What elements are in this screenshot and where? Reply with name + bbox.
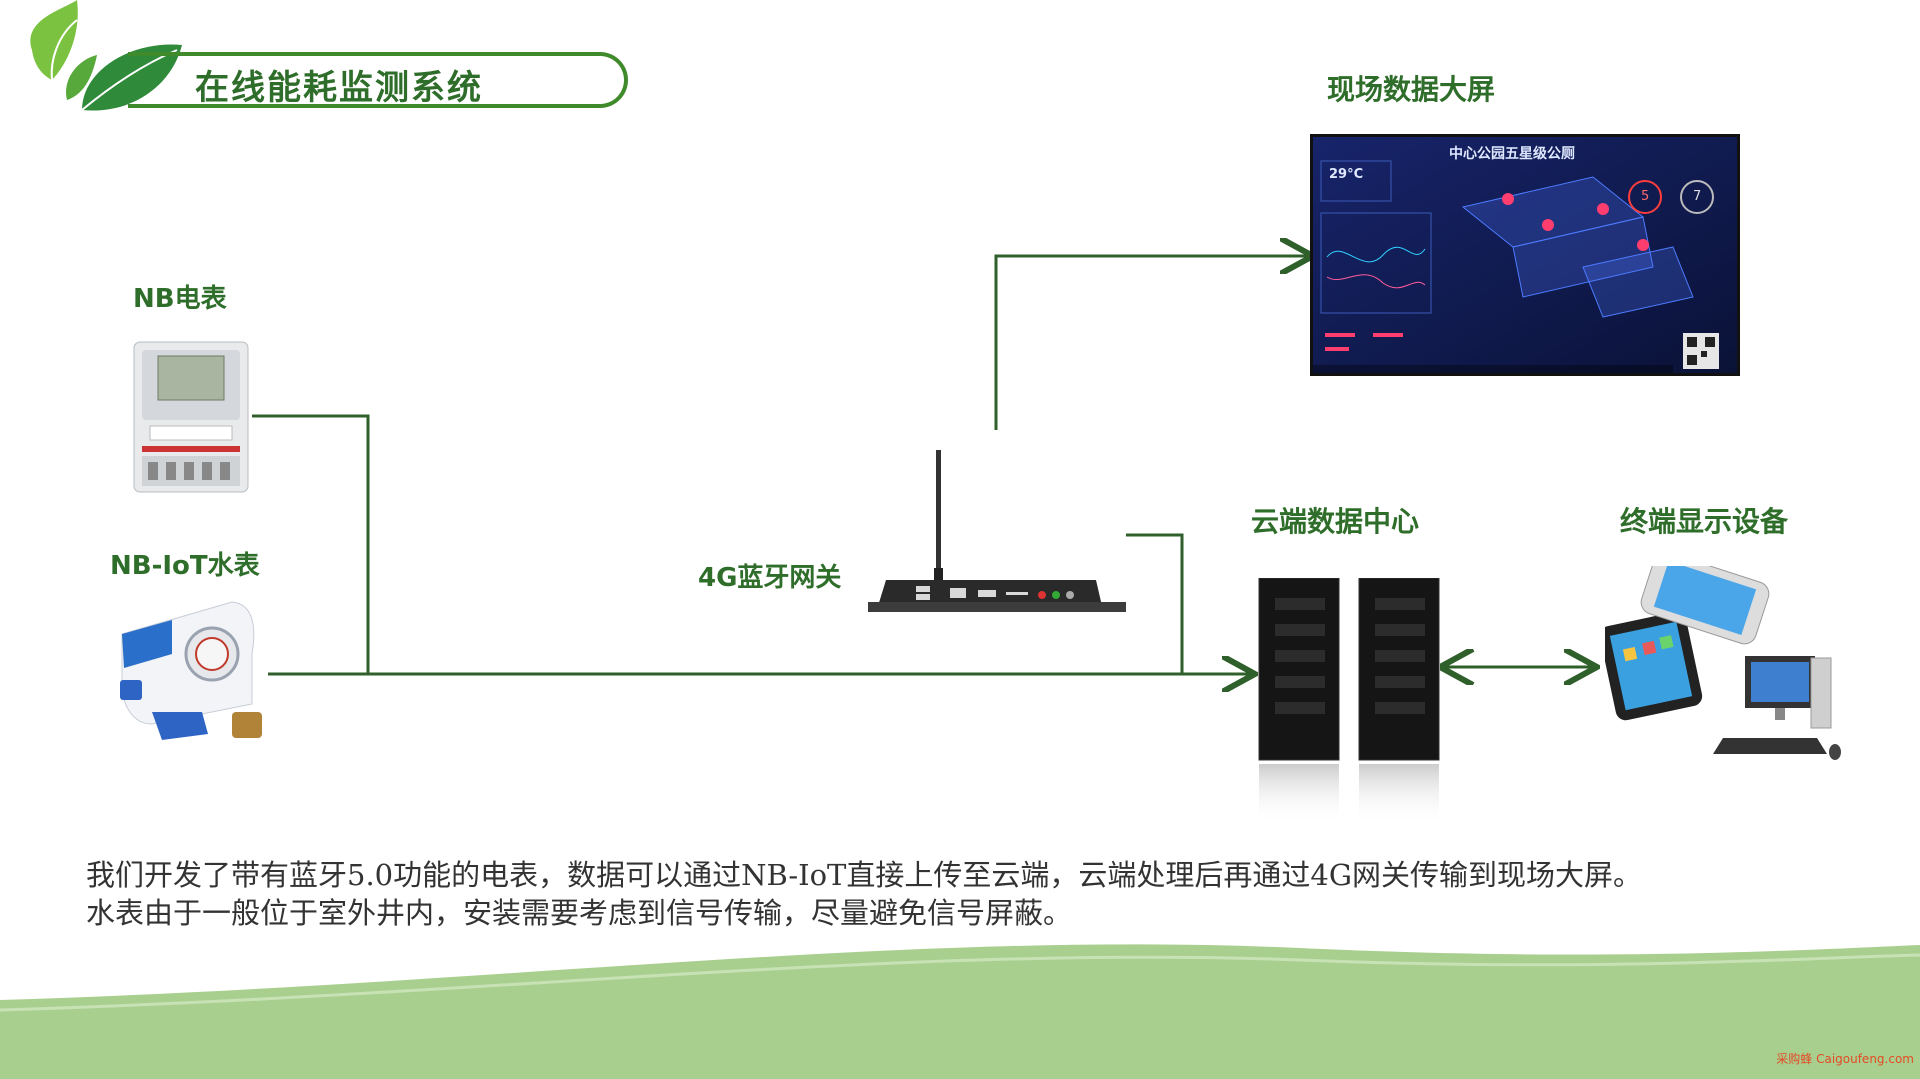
screen-male-count: 7 [1693, 189, 1701, 204]
screen-female-count: 5 [1641, 189, 1649, 204]
electric-meter-image [130, 338, 252, 496]
description-line-2: 水表由于一般位于室外井内，安装需要考虑到信号传输，尽量避免信号屏蔽。 [86, 894, 1846, 932]
gateway-image [866, 450, 1128, 620]
description-line-1: 我们开发了带有蓝牙5.0功能的电表，数据可以通过NB-IoT直接上传至云端，云端… [86, 856, 1846, 894]
big-screen-label: 现场数据大屏 [1327, 68, 1495, 108]
water-meter-label: NB-IoT水表 [110, 545, 260, 582]
electric-meter-label: NB电表 [133, 278, 227, 315]
big-screen-display: 中心公园五星级公厕 29°C 5 7 [1310, 134, 1740, 376]
server-racks-image [1255, 578, 1445, 828]
terminal-devices-image [1605, 566, 1845, 786]
watermark: 采购蜂 Caigoufeng.com [1776, 1050, 1914, 1067]
water-meter-image [112, 594, 272, 750]
cloud-label: 云端数据中心 [1251, 500, 1419, 540]
terminals-label: 终端显示设备 [1620, 500, 1788, 540]
screen-title: 中心公园五星级公厕 [1449, 143, 1575, 163]
gateway-label: 4G蓝牙网关 [698, 557, 841, 594]
description-text: 我们开发了带有蓝牙5.0功能的电表，数据可以通过NB-IoT直接上传至云端，云端… [86, 856, 1846, 932]
screen-temperature: 29°C [1329, 167, 1363, 182]
